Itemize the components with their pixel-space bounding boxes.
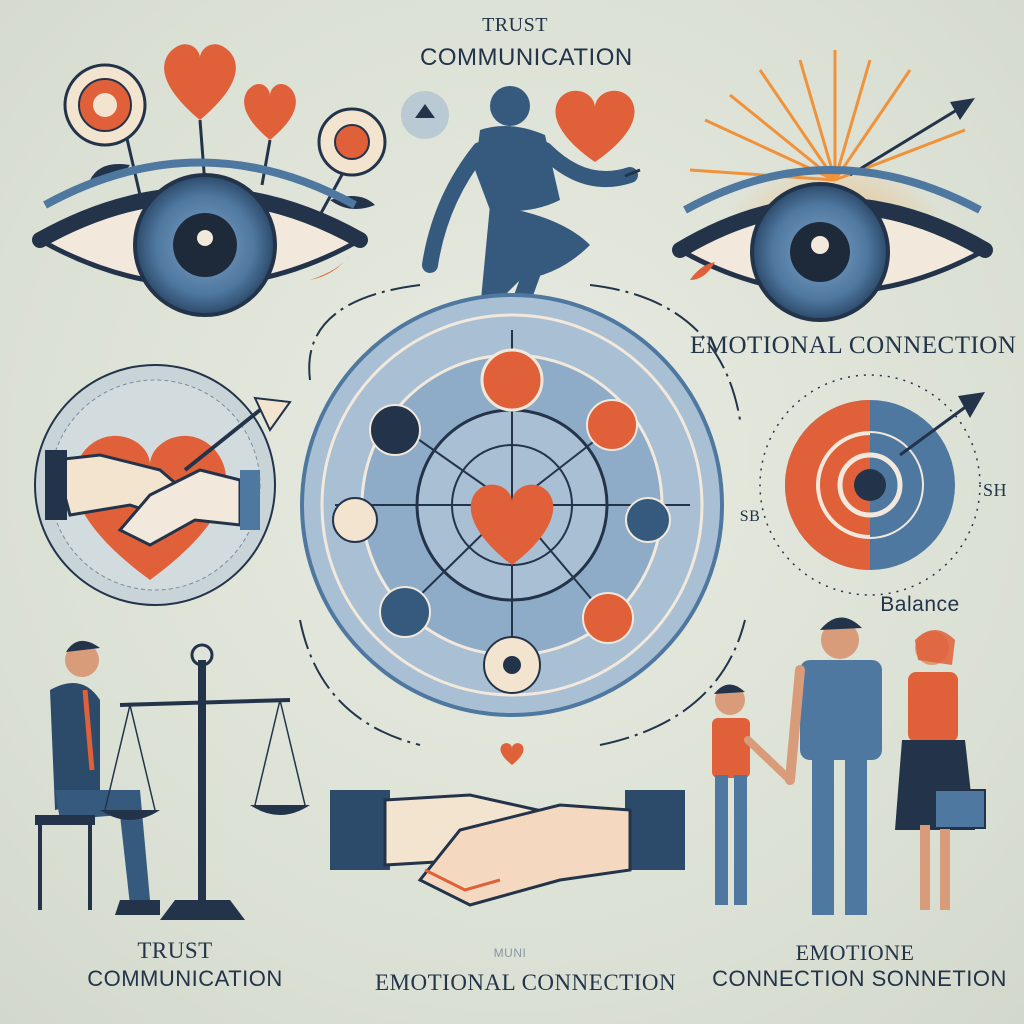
right-emotional-connection-label: EMOTIONAL CONNECTION bbox=[690, 332, 1017, 359]
scales-icon bbox=[100, 643, 310, 920]
heart-icon bbox=[555, 90, 635, 162]
family-icon bbox=[712, 617, 986, 915]
left-eye-icon bbox=[32, 158, 368, 317]
right-eye-icon bbox=[672, 166, 993, 322]
balance-label: Balance bbox=[880, 593, 960, 616]
handshake-icon bbox=[34, 364, 276, 606]
arrow-icon bbox=[183, 396, 292, 472]
top-communication-label: COMMUNICATION bbox=[420, 44, 633, 71]
target-icon bbox=[759, 374, 985, 596]
bottom-connection-sonnetion-label: CONNECTION SONNETION bbox=[712, 966, 1007, 991]
bottom-emotione-label: EMOTIONE bbox=[795, 940, 915, 965]
top-trust-label: TRUST bbox=[482, 14, 548, 36]
heart-icon bbox=[244, 83, 296, 186]
bottom-communication-label: COMMUNICATION bbox=[87, 966, 283, 991]
small-badge-icon bbox=[401, 91, 449, 139]
bottom-trust-label: TRUST bbox=[137, 938, 213, 963]
bottom-emotional-connection-label: EMOTIONAL CONNECTION bbox=[375, 970, 677, 995]
sh-mark-label: SH bbox=[982, 480, 1007, 500]
arrow-icon bbox=[849, 98, 975, 177]
sitting-figure-icon bbox=[422, 86, 641, 314]
circle-diagram-icon bbox=[300, 293, 724, 717]
sb-mark-label: SB bbox=[739, 508, 761, 525]
handshake-icon bbox=[330, 790, 685, 907]
seated-man-icon bbox=[35, 640, 160, 915]
flower-icon bbox=[63, 63, 147, 196]
bottom-faded-label: MUNI bbox=[493, 946, 527, 960]
